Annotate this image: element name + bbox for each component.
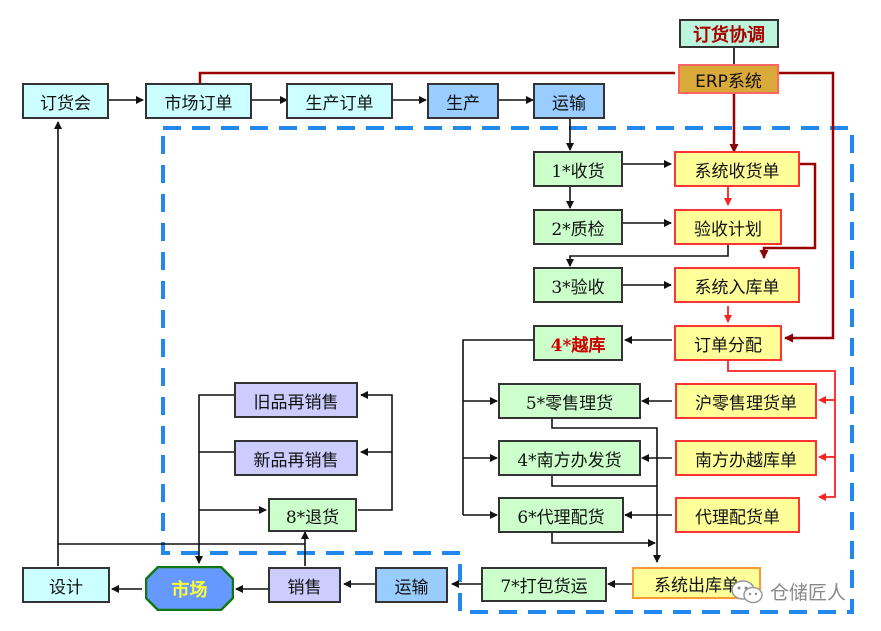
wechat-icon <box>731 579 763 603</box>
new-resale-box[interactable]: 新品再销售 <box>234 440 358 476</box>
doc-south-crossdock-box[interactable]: 南方办越库单 <box>675 440 817 476</box>
market-order-label: 市场订单 <box>164 93 233 114</box>
step-agent-dist-label: 6*代理配货 <box>517 507 605 528</box>
doc-stock-in-box[interactable]: 系统入库单 <box>674 267 800 303</box>
market-order-box[interactable]: 市场订单 <box>145 83 252 119</box>
order-meeting-label: 订货会 <box>40 93 91 114</box>
production-label: 生产 <box>446 93 480 114</box>
order-meeting-box[interactable]: 订货会 <box>22 83 109 119</box>
doc-inspection-plan-box[interactable]: 验收计划 <box>674 209 782 245</box>
production-box[interactable]: 生产 <box>427 83 499 119</box>
transport-bottom-box[interactable]: 运输 <box>375 567 448 603</box>
doc-agent-dist-label: 代理配货单 <box>695 507 780 528</box>
step-accept-label: 3*验收 <box>551 277 605 298</box>
order-coordination-box[interactable]: 订货协调 <box>679 19 779 48</box>
step-retail-sort-box[interactable]: 5*零售理货 <box>498 383 641 419</box>
doc-stock-in-label: 系统入库单 <box>694 277 780 298</box>
market-label: 市场 <box>171 579 208 601</box>
erp-system-box[interactable]: ERP系统 <box>678 64 779 94</box>
doc-receipt-box[interactable]: 系统收货单 <box>674 151 800 187</box>
step-receive-box[interactable]: 1*收货 <box>533 151 623 187</box>
doc-sh-retail-sort-box[interactable]: 沪零售理货单 <box>675 383 817 419</box>
step-receive-label: 1*收货 <box>551 161 605 182</box>
doc-inspection-plan-label: 验收计划 <box>694 219 762 240</box>
doc-stock-out-label: 系统出库单 <box>654 575 739 596</box>
step-cross-dock-box[interactable]: 4*越库 <box>533 325 623 361</box>
transport-top-label: 运输 <box>552 93 586 114</box>
production-order-box[interactable]: 生产订单 <box>286 83 393 119</box>
step-return-box[interactable]: 8*退货 <box>268 498 357 532</box>
warehouse-boundary <box>161 126 854 614</box>
sales-box[interactable]: 销售 <box>268 567 341 603</box>
step-south-ship-box[interactable]: 4*南方办发货 <box>498 440 641 476</box>
market-octagon-shape <box>144 565 235 612</box>
watermark: 仓储匠人 <box>730 578 846 605</box>
market-node[interactable]: 市场 <box>144 565 235 612</box>
design-box[interactable]: 设计 <box>22 567 110 603</box>
old-resale-label: 旧品再销售 <box>253 392 339 413</box>
doc-order-alloc-box[interactable]: 订单分配 <box>674 325 782 361</box>
new-resale-label: 新品再销售 <box>253 450 339 471</box>
doc-south-crossdock-label: 南方办越库单 <box>695 450 797 471</box>
step-pack-ship-label: 7*打包货运 <box>500 577 588 597</box>
doc-order-alloc-label: 订单分配 <box>694 335 762 356</box>
production-order-label: 生产订单 <box>305 93 374 114</box>
old-resale-box[interactable]: 旧品再销售 <box>234 382 358 418</box>
order-coordination-label: 订货协调 <box>693 24 765 46</box>
step-inspect-label: 2*质检 <box>551 219 605 240</box>
doc-sh-retail-sort-label: 沪零售理货单 <box>695 393 797 414</box>
step-return-label: 8*退货 <box>285 507 340 528</box>
design-label: 设计 <box>49 577 83 598</box>
step-pack-ship-box[interactable]: 7*打包货运 <box>481 567 607 602</box>
step-accept-box[interactable]: 3*验收 <box>533 267 623 303</box>
step-cross-dock-label: 4*越库 <box>550 335 606 356</box>
transport-top-box[interactable]: 运输 <box>533 83 605 119</box>
step-agent-dist-box[interactable]: 6*代理配货 <box>498 497 624 533</box>
doc-agent-dist-box[interactable]: 代理配货单 <box>675 497 800 533</box>
step-inspect-box[interactable]: 2*质检 <box>533 209 623 245</box>
step-retail-sort-label: 5*零售理货 <box>525 393 614 414</box>
transport-bottom-label: 运输 <box>394 577 429 598</box>
step-south-ship-label: 4*南方办发货 <box>517 450 622 471</box>
watermark-text: 仓储匠人 <box>770 582 847 604</box>
doc-receipt-label: 系统收货单 <box>694 161 780 182</box>
sales-label: 销售 <box>287 577 322 598</box>
erp-system-label: ERP系统 <box>695 71 762 92</box>
